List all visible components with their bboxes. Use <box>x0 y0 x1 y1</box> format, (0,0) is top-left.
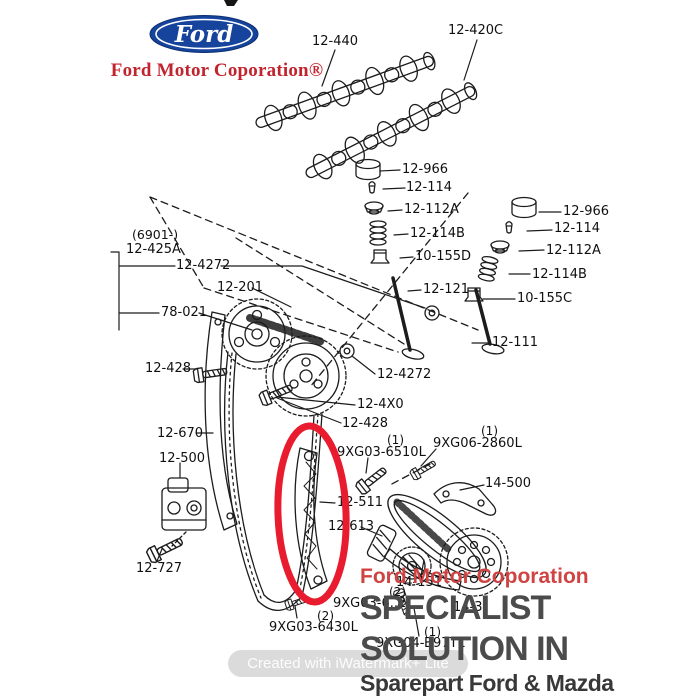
part-label: 12-428 <box>342 416 389 431</box>
ford-logo: Ford <box>149 15 259 53</box>
part-label: (1) <box>481 424 498 438</box>
part-label: 9XG03-6..2 <box>333 596 407 611</box>
part-label: 12-670 <box>157 426 204 441</box>
part-label: 10-155C <box>517 291 573 306</box>
part-label: 12-4272 <box>176 258 231 273</box>
company-name: Ford Motor Coporation® <box>110 60 324 81</box>
cropped-top-fragment <box>224 0 238 6</box>
part-label: (1) <box>424 625 441 639</box>
part-label: (1) <box>387 433 404 447</box>
overlay-sparepart: Sparepart Ford & Mazda <box>360 670 614 696</box>
part-label: 9XG03-6430L <box>269 620 358 635</box>
overlay-specialist: SPECIALIST <box>360 589 551 627</box>
part-label: 12-201 <box>217 280 264 295</box>
ford-logo-script: Ford <box>174 21 234 48</box>
part-label: 12-420C <box>448 23 504 38</box>
part-label: 12-112A <box>546 243 601 258</box>
part-label: 12-500 <box>159 451 206 466</box>
part-label: 12-114B <box>410 226 465 241</box>
part-label: 12-114B <box>532 267 587 282</box>
part-label: 12-114 <box>406 180 453 195</box>
part-label: 12-112A <box>404 202 459 217</box>
part-label: (2) <box>389 585 406 599</box>
part-label: 12-425A <box>126 242 181 257</box>
overlay-solution: SOLUTION IN <box>360 630 569 668</box>
part-label: 12-613 <box>328 519 375 534</box>
part-label: 14-3 <box>453 600 483 615</box>
part-label: (2) <box>317 609 334 623</box>
part-label: 9XG04-B97TL <box>376 636 465 651</box>
part-label: 12-727 <box>136 561 183 576</box>
part-label: 12-121 <box>423 282 470 297</box>
part-label: 78-021 <box>161 305 208 320</box>
part-label: 10-155D <box>415 249 472 264</box>
part-label: 12-4X0 <box>357 397 404 412</box>
part-label: 12-428 <box>145 361 192 376</box>
highlight-ellipse <box>274 422 350 606</box>
part-label: 12-114 <box>554 221 601 236</box>
part-label: 12-4272 <box>377 367 432 382</box>
watermark-pill: Created with iWatermark+ Lite <box>228 650 468 677</box>
part-label: 9XG03-6510L <box>337 445 426 460</box>
part-label: 14-151 <box>396 575 443 590</box>
part-label: 12-966 <box>563 204 610 219</box>
part-label: 9XG06-2860L <box>433 436 522 451</box>
part-label: 12-966 <box>402 162 449 177</box>
part-label: (6901-) <box>132 227 179 242</box>
part-label: 12-111 <box>492 335 539 350</box>
part-label: 14-500 <box>485 476 532 491</box>
overlay-company: Ford Motor Coporation <box>360 565 589 588</box>
part-label: 12-440 <box>312 34 359 49</box>
seller-overlay: Ford Motor Coporation SPECIALIST SOLUTIO… <box>360 565 698 696</box>
